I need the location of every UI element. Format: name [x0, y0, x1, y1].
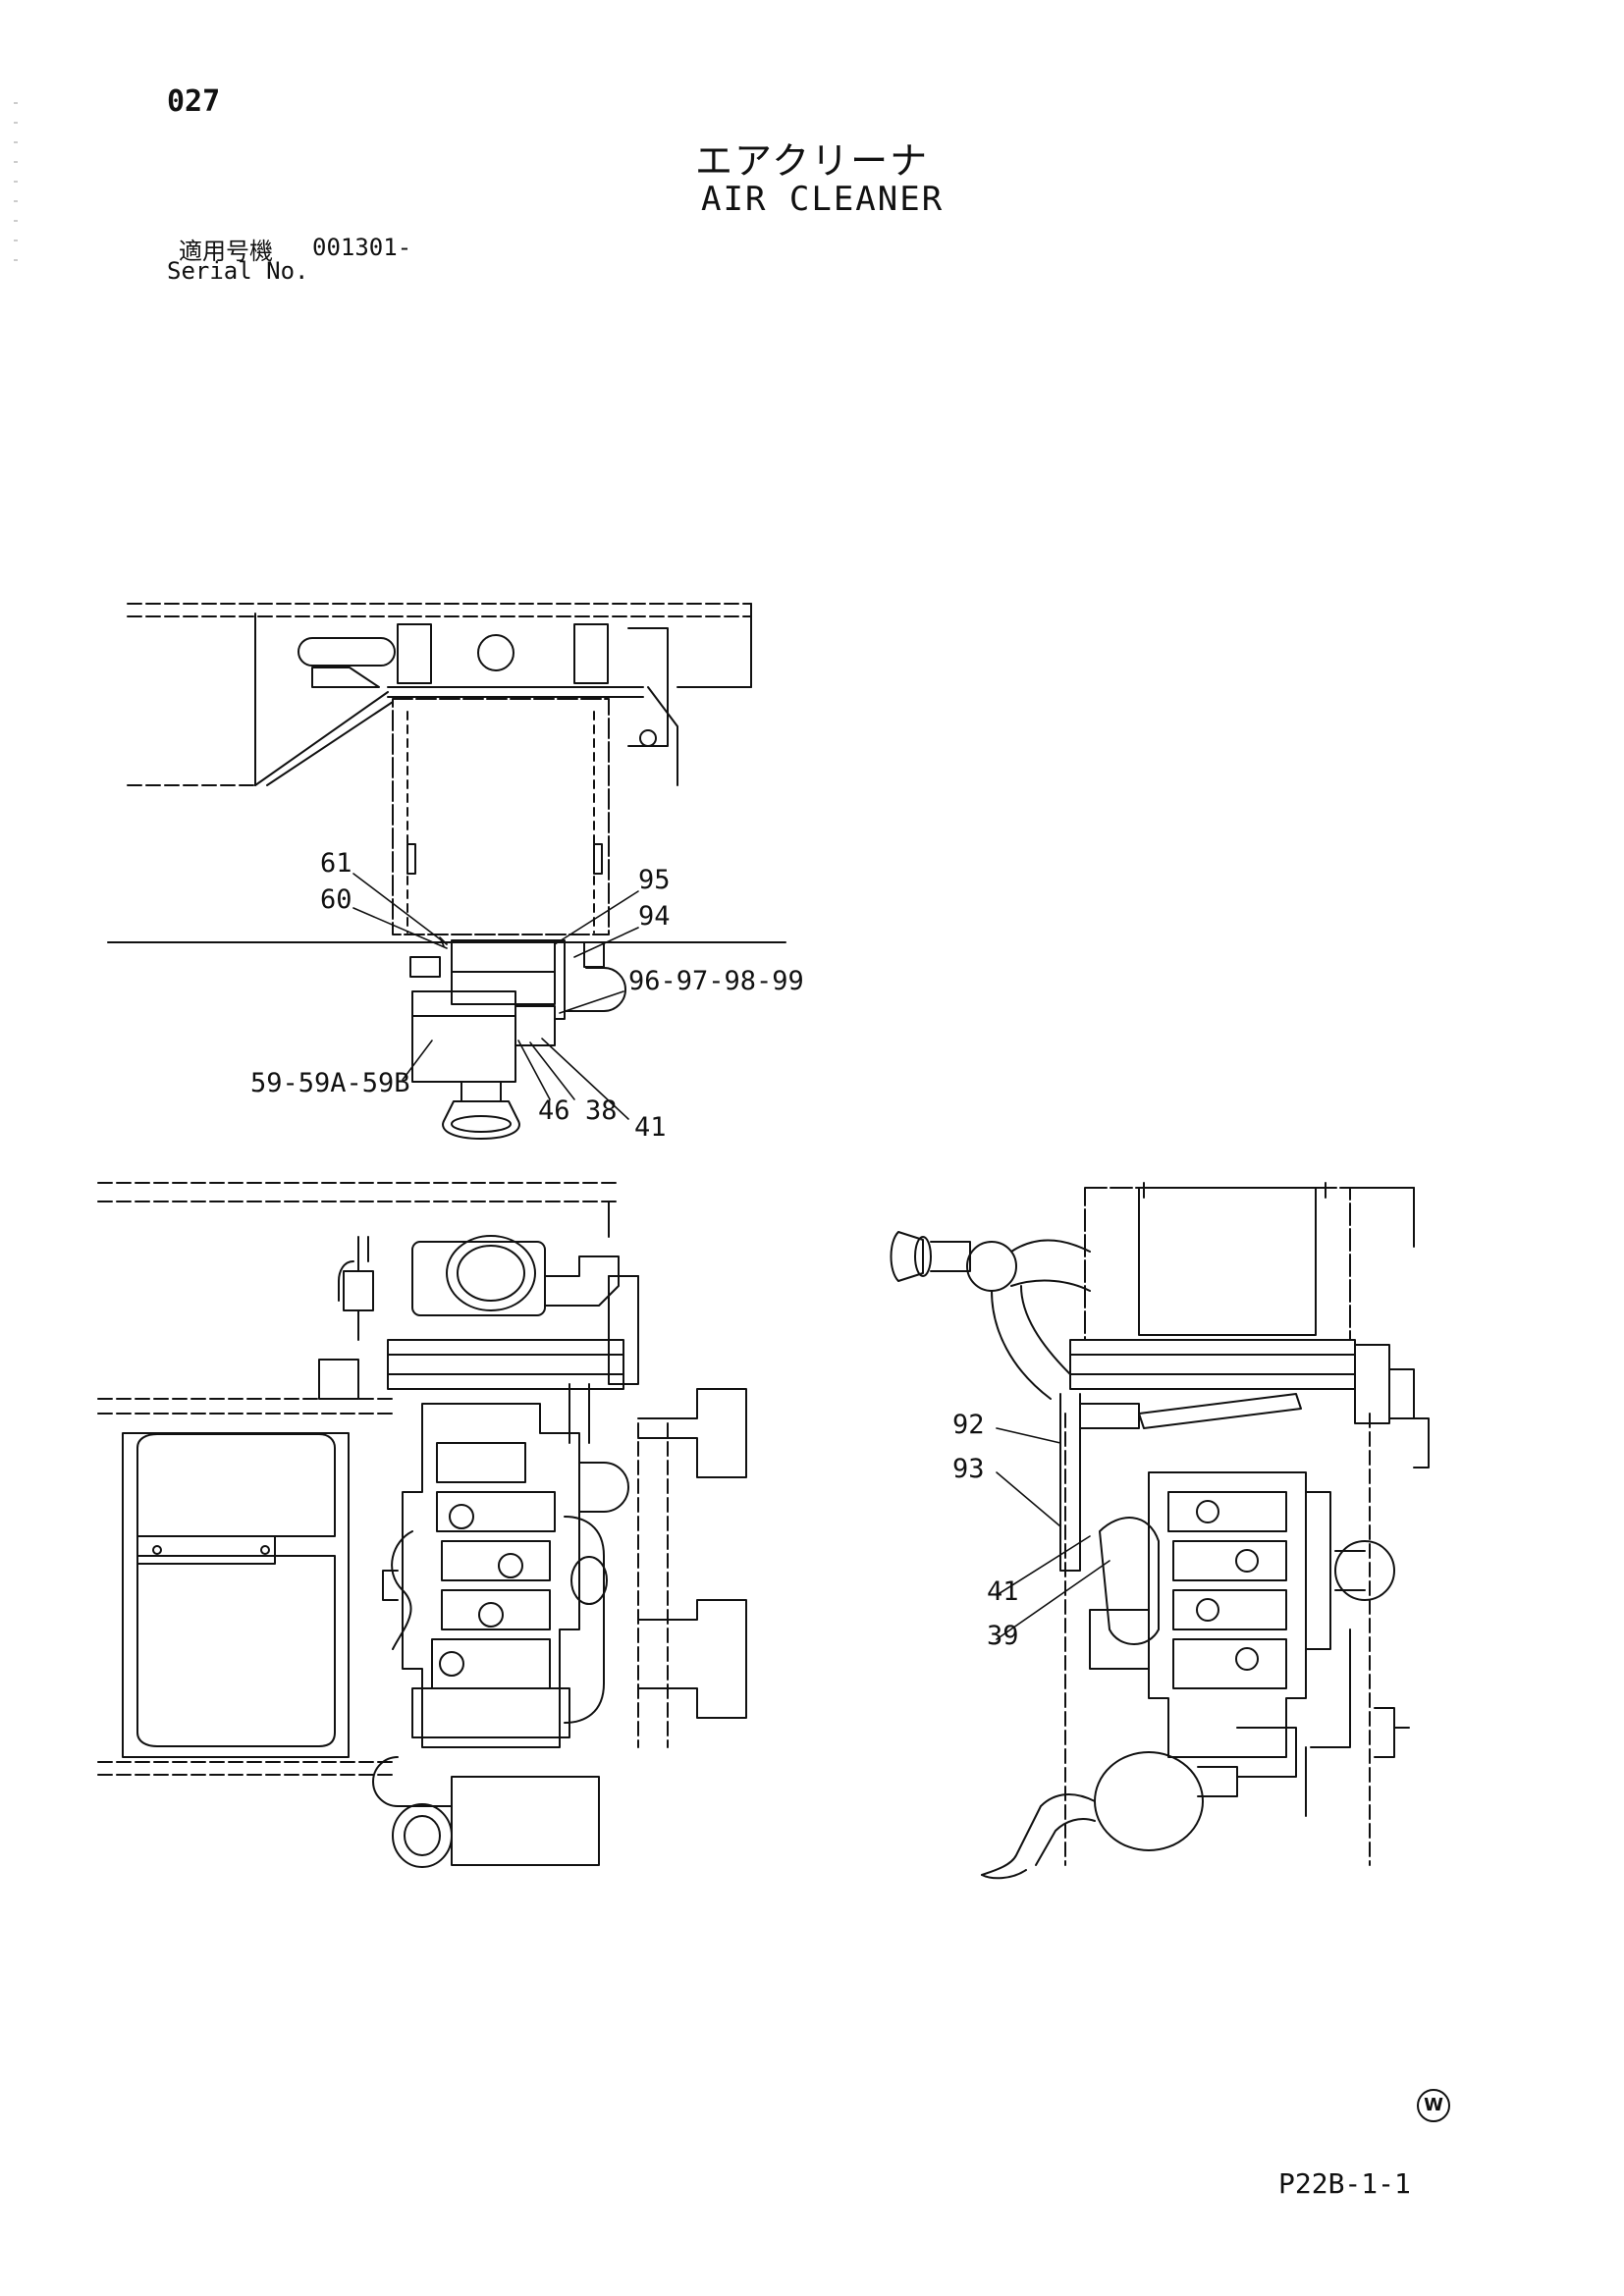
- callout-label: 41: [987, 1576, 1019, 1607]
- binding-margin-marks: [14, 102, 18, 261]
- top-view-drawing: [107, 603, 786, 1140]
- page-number: 027: [167, 84, 221, 119]
- callout-label: 96-97-98-99: [628, 966, 804, 996]
- callout-label: 59-59A-59B: [250, 1068, 410, 1098]
- page-title-japanese: エアクリーナ: [695, 139, 930, 183]
- callout-label: 38: [585, 1095, 618, 1126]
- callout-leader-lines: [352, 873, 1110, 1640]
- callout-label: 61: [320, 848, 352, 879]
- callout-label: 41: [634, 1112, 667, 1143]
- callout-label: 92: [952, 1410, 985, 1440]
- callout-label: 46: [538, 1095, 570, 1126]
- bottom-left-view-drawing: [97, 1182, 747, 1868]
- reference-code: P22B-1-1: [1278, 2167, 1411, 2200]
- callout-label: 95: [638, 865, 671, 895]
- page-title-english: AIR CLEANER: [701, 180, 945, 219]
- callout-label: 60: [320, 884, 352, 915]
- callout-label: 39: [987, 1621, 1019, 1651]
- callout-labels: 61 60 95 94 96-97-98-99 59-59A-59B 46 38…: [250, 848, 1019, 1651]
- callout-label: 94: [638, 901, 671, 932]
- bottom-right-view-drawing: [890, 1182, 1430, 1880]
- serial-label-english: Serial No.: [167, 257, 309, 285]
- serial-number-value: 001301-: [312, 234, 412, 261]
- serial-label-japanese: 適用号機: [179, 238, 273, 265]
- manufacturer-mark-icon: W: [1417, 2089, 1450, 2122]
- callout-label: 93: [952, 1454, 985, 1484]
